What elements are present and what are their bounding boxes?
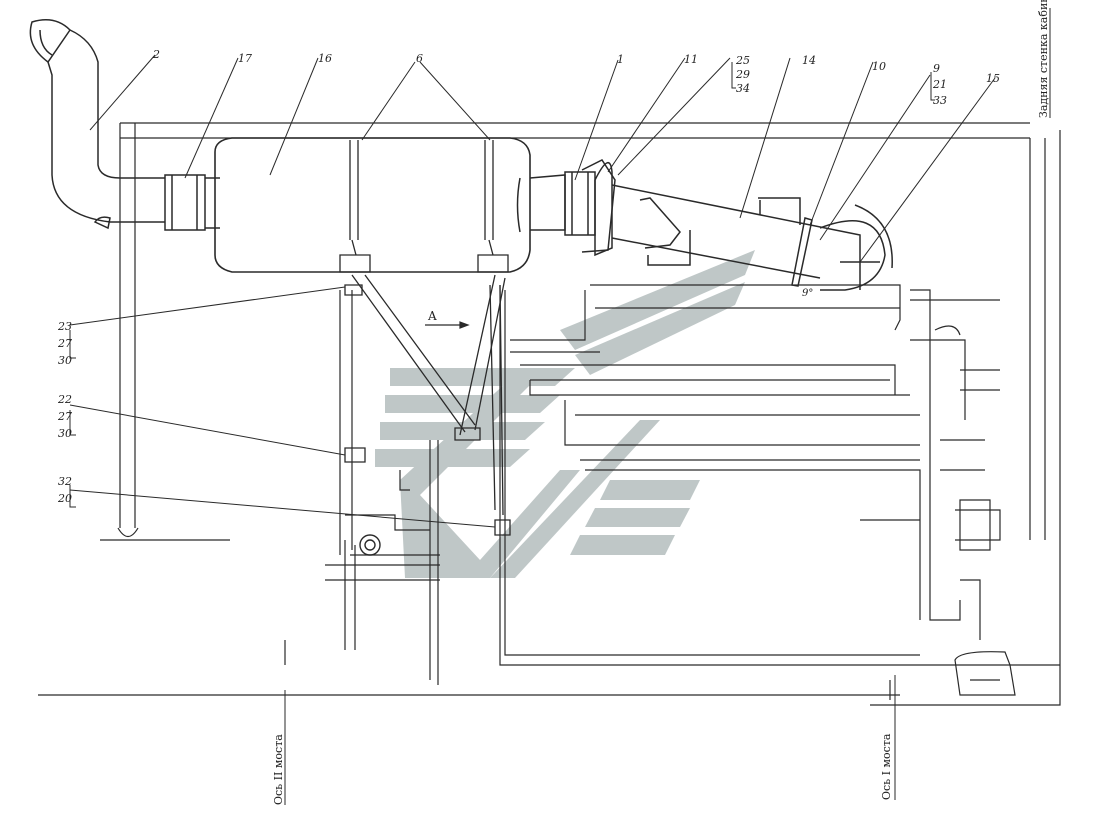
- callout-22: 22: [57, 393, 72, 406]
- outlet-pipe-assembly: [516, 159, 616, 257]
- callout-32: 32: [58, 475, 72, 488]
- callout-34: 34: [736, 82, 750, 95]
- callout-25: 25: [735, 54, 750, 67]
- chevron-logo-watermark: [375, 250, 755, 578]
- callout-27a: 27: [57, 337, 72, 350]
- support-brackets: [344, 274, 511, 536]
- callout-23: 23: [57, 320, 72, 333]
- cab-wall-label: Задняя стенка кабины: [1037, 0, 1050, 118]
- callout-30b: 30: [58, 427, 72, 440]
- muffler-16: [214, 137, 531, 273]
- mounting-straps-6: [339, 140, 509, 273]
- callout-16: 16: [318, 52, 332, 65]
- callout-21: 21: [932, 78, 947, 91]
- callout-1: 1: [617, 53, 624, 66]
- axis-lines: [284, 8, 1051, 805]
- callout-27b: 27: [57, 410, 72, 423]
- wheel-hub-symbol: [359, 534, 381, 556]
- callout-2: 2: [152, 48, 160, 61]
- exhaust-pipe-2: [29, 19, 165, 230]
- pipe-14: [611, 184, 861, 290]
- callout-33: 33: [933, 94, 947, 107]
- callout-29: 29: [735, 68, 750, 81]
- callout-14: 14: [802, 54, 816, 67]
- callout-17: 17: [238, 52, 252, 65]
- axis-label-ii: Ось II моста: [272, 734, 285, 805]
- angle-label: 9°: [802, 288, 813, 299]
- callout-9: 9: [933, 62, 940, 75]
- callout-20: 20: [57, 492, 72, 505]
- callout-6: 6: [416, 52, 423, 65]
- view-label-a: A: [427, 309, 437, 323]
- axis-label-i: Ось I моста: [880, 733, 893, 800]
- callout-11: 11: [684, 53, 698, 66]
- elbow-15: [819, 204, 893, 291]
- clamp-17: [164, 174, 220, 231]
- view-arrow-a: [425, 321, 470, 329]
- callout-30a: 30: [58, 354, 72, 367]
- chassis-frame: [38, 122, 1061, 706]
- callout-15: 15: [986, 72, 1000, 85]
- leader-lines: [69, 54, 996, 528]
- clamp-10: [791, 217, 813, 287]
- callout-10: 10: [872, 60, 886, 73]
